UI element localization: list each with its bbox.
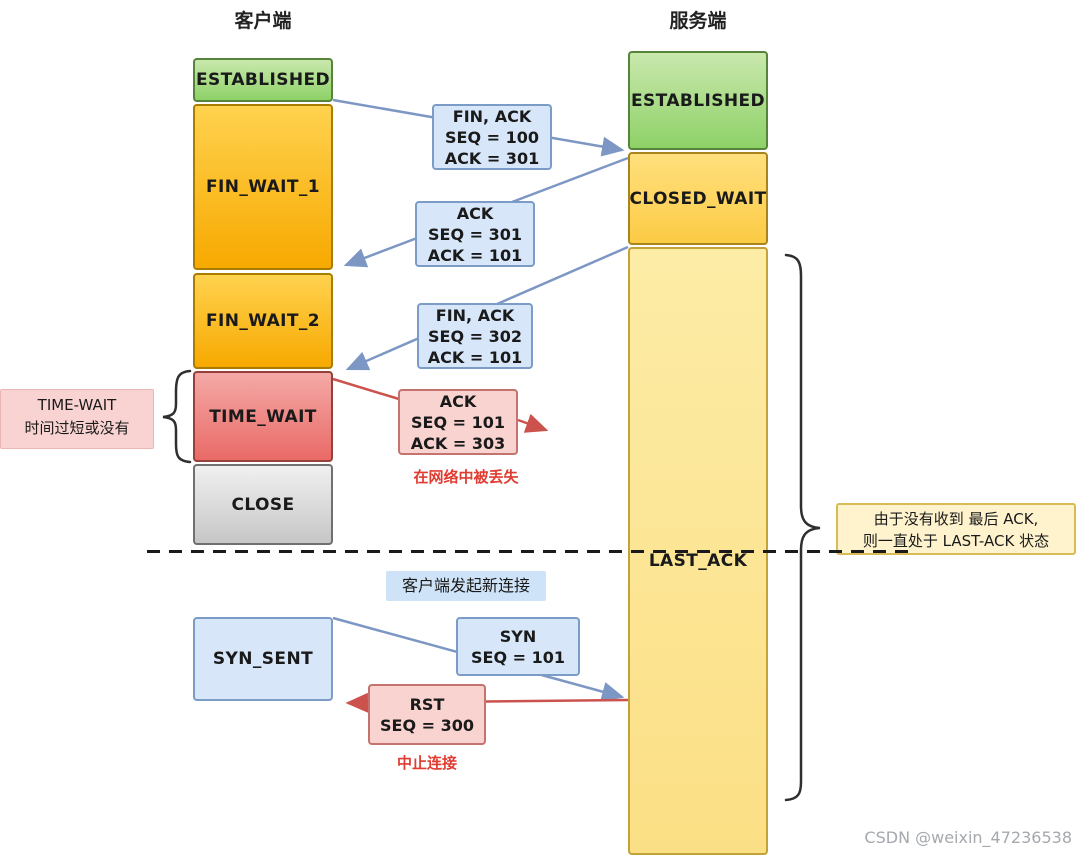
last-ack-note-line2: 则一直处于 LAST-ACK 状态 — [862, 532, 1050, 550]
brace-time-wait — [162, 369, 192, 464]
server-state-established: ESTABLISHED — [628, 51, 768, 150]
last-ack-note: 由于没有收到 最后 ACK, 则一直处于 LAST-ACK 状态 — [836, 503, 1076, 555]
time-wait-note: TIME-WAIT 时间过短或没有 — [0, 389, 154, 449]
msg-line: ACK = 301 — [444, 148, 540, 168]
arrow-ack-lost-end — [517, 413, 549, 433]
client-title: 客户端 — [234, 10, 292, 32]
msg-line: RST — [409, 694, 445, 714]
msg-ack-1: ACK SEQ = 301 ACK = 101 — [415, 201, 535, 267]
msg-line: SEQ = 100 — [445, 127, 539, 147]
msg-fin-ack-2: FIN, ACK SEQ = 302 ACK = 101 — [417, 303, 533, 369]
msg-ack-lost: ACK SEQ = 101 ACK = 303 — [398, 389, 518, 455]
dashed-divider — [147, 550, 913, 553]
client-state-close: CLOSE — [193, 464, 333, 545]
msg-syn: SYN SEQ = 101 — [456, 617, 580, 676]
last-ack-note-line1: 由于没有收到 最后 ACK, — [873, 510, 1039, 528]
msg-line: FIN, ACK — [435, 305, 515, 325]
msg-line: ACK = 101 — [427, 245, 523, 265]
server-state-closed-wait: CLOSED_WAIT — [628, 152, 768, 245]
msg-line: ACK = 303 — [410, 433, 506, 453]
new-connection-note: 客户端发起新连接 — [386, 571, 546, 601]
msg-rst: RST SEQ = 300 — [368, 684, 486, 745]
msg-line: ACK — [439, 391, 477, 411]
msg-line: SEQ = 101 — [471, 647, 565, 667]
abort-connection-note: 中止连接 — [396, 754, 457, 772]
msg-line: ACK = 101 — [427, 347, 523, 367]
client-state-established: ESTABLISHED — [193, 58, 333, 102]
msg-line: FIN, ACK — [452, 106, 532, 126]
server-title: 服务端 — [669, 10, 727, 32]
client-state-time-wait: TIME_WAIT — [193, 371, 333, 462]
msg-line: SEQ = 301 — [428, 224, 522, 244]
client-state-fin-wait-1: FIN_WAIT_1 — [193, 104, 333, 270]
time-wait-note-line1: TIME-WAIT — [37, 396, 117, 414]
time-wait-note-line2: 时间过短或没有 — [24, 419, 130, 437]
client-state-fin-wait-2: FIN_WAIT_2 — [193, 273, 333, 369]
msg-line: SEQ = 302 — [428, 326, 522, 346]
msg-fin-ack-1: FIN, ACK SEQ = 100 ACK = 301 — [432, 104, 552, 170]
client-state-syn-sent: SYN_SENT — [193, 617, 333, 701]
msg-line: SYN — [499, 626, 537, 646]
lost-in-network-note: 在网络中被丢失 — [413, 468, 519, 486]
msg-line: SEQ = 300 — [380, 715, 474, 735]
brace-last-ack — [784, 253, 821, 802]
msg-line: ACK — [456, 203, 494, 223]
server-state-last-ack-label: LAST_ACK — [648, 551, 748, 571]
msg-line: SEQ = 101 — [411, 412, 505, 432]
watermark: CSDN @weixin_47236538 — [864, 828, 1072, 847]
